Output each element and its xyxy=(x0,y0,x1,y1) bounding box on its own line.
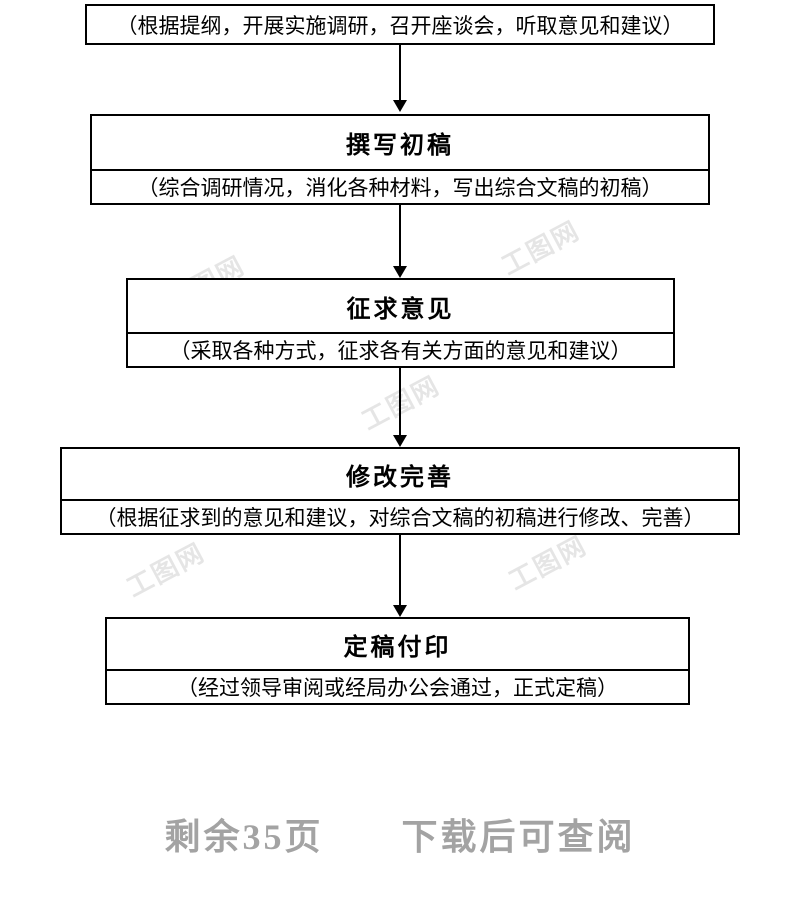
down-arrow-connector xyxy=(393,45,407,112)
arrow-down-icon xyxy=(393,605,407,617)
arrow-line xyxy=(399,535,401,605)
flow-step-title: 定稿付印 xyxy=(343,634,452,661)
flow-step-box: 修改完善 （根据征求到的意见和建议，对综合文稿的初稿进行修改、完善） xyxy=(60,447,740,535)
arrow-down-icon xyxy=(393,435,407,447)
flow-step-title: 撰写初稿 xyxy=(346,133,454,159)
arrow-line xyxy=(399,45,401,100)
down-arrow-connector xyxy=(393,368,407,447)
flow-step-note: （综合调研情况，消化各种材料，写出综合文稿的初稿） xyxy=(92,169,708,203)
arrow-line xyxy=(399,205,401,266)
pages-remaining-notice: 剩余35页 下载后可查阅 xyxy=(164,817,636,857)
watermark-text: 工图网 xyxy=(122,537,210,603)
flow-step-note: （经过领导审阅或经局办公会通过，正式定稿） xyxy=(107,669,688,703)
flow-step-title: 修改完善 xyxy=(346,464,454,491)
flow-step-note: （采取各种方式，征求各有关方面的意见和建议） xyxy=(128,332,673,366)
flow-step-box-partial: （根据提纲，开展实施调研，召开座谈会，听取意见和建议） xyxy=(85,4,715,45)
flow-step-box: 撰写初稿 （综合调研情况，消化各种材料，写出综合文稿的初稿） xyxy=(90,114,710,205)
flow-step-note: （根据征求到的意见和建议，对综合文稿的初稿进行修改、完善） xyxy=(62,499,738,533)
down-arrow-connector xyxy=(393,535,407,617)
arrow-line xyxy=(399,368,401,435)
watermark-text: 工图网 xyxy=(504,530,592,596)
flow-step-note: （根据提纲，开展实施调研，召开座谈会，听取意见和建议） xyxy=(116,13,684,38)
watermark-text: 工图网 xyxy=(497,215,585,281)
arrow-down-icon xyxy=(393,100,407,112)
down-arrow-connector xyxy=(393,205,407,278)
flow-step-box: 定稿付印 （经过领导审阅或经局办公会通过，正式定稿） xyxy=(105,617,690,705)
flow-step-box: 征求意见 （采取各种方式，征求各有关方面的意见和建议） xyxy=(126,278,675,368)
flow-step-title: 征求意见 xyxy=(346,296,455,323)
arrow-down-icon xyxy=(393,266,407,278)
